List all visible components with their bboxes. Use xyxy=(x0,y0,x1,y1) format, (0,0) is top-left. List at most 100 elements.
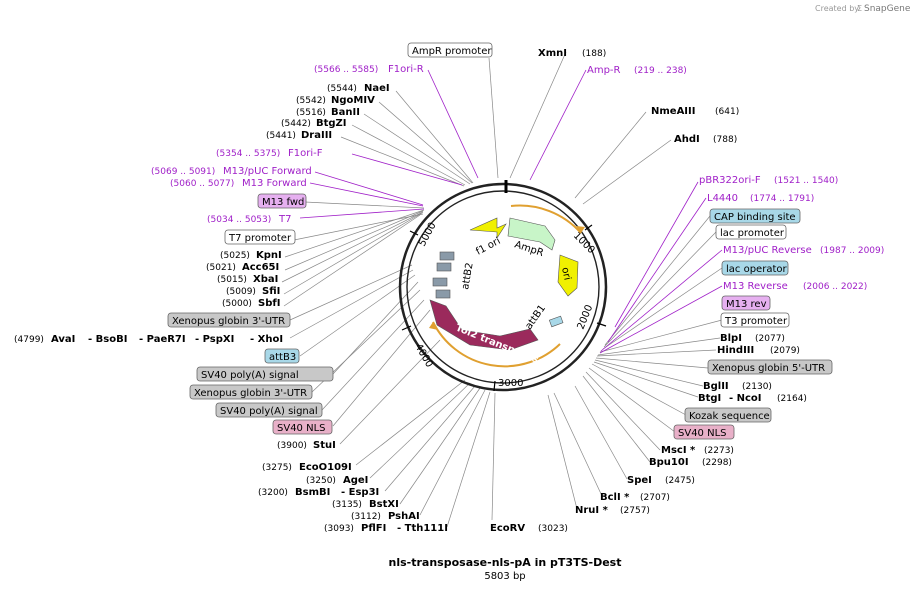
draiii-name[interactable]: DraIII xyxy=(301,130,332,141)
sv40-polya-box-2[interactable] xyxy=(215,402,323,418)
amp-r-range: (219 .. 238) xyxy=(634,66,687,76)
m13puc-rev-name[interactable]: M13/pUC Reverse xyxy=(723,245,812,256)
sv40-nls-label-right[interactable]: SV40 NLS xyxy=(678,428,727,439)
lac-operator-box[interactable] xyxy=(721,260,789,276)
xmni-name[interactable]: XmnI xyxy=(538,48,567,59)
blpi-name[interactable]: BlpI xyxy=(720,333,742,344)
plasmid-name: nls-transposase-nls-pA in pT3TS-Dest xyxy=(389,556,622,569)
m13-fwd-box-label[interactable]: M13 fwd xyxy=(262,197,304,208)
m13-rev-box[interactable] xyxy=(721,295,771,311)
bsobi-name[interactable]: - BsoBI xyxy=(88,334,127,345)
m13-reverse-name[interactable]: M13 Reverse xyxy=(723,281,788,292)
ori-feature xyxy=(557,254,579,297)
ecorv-name[interactable]: EcoRV xyxy=(490,523,525,534)
sv40-nls-label-left[interactable]: SV40 NLS xyxy=(277,423,326,434)
xen-globin-5utr-label[interactable]: Xenopus globin 5'-UTR xyxy=(712,363,825,374)
tth111i-name[interactable]: - Tth111I xyxy=(397,523,448,534)
bsmbi-name[interactable]: BsmBI xyxy=(295,487,330,498)
kozak-box[interactable] xyxy=(684,407,772,423)
xen-globin-3utr-label-1[interactable]: Xenopus globin 3'-UTR xyxy=(172,316,285,327)
banii-name[interactable]: BanII xyxy=(331,107,360,118)
amp-r-name[interactable]: Amp-R xyxy=(587,65,621,76)
hindiii-name[interactable]: HindIII xyxy=(717,345,754,356)
btgzi-name[interactable]: BtgZI xyxy=(316,118,347,129)
pshai-name[interactable]: PshAI xyxy=(388,511,420,522)
stui-name[interactable]: StuI xyxy=(313,440,336,451)
f1ori-r-name[interactable]: F1ori-R xyxy=(388,64,424,75)
spei-name[interactable]: SpeI xyxy=(627,475,652,486)
eco0109i-name[interactable]: EcoO109I xyxy=(299,462,352,473)
t3-promoter-box[interactable] xyxy=(720,312,790,328)
acc65i-name[interactable]: Acc65I xyxy=(242,262,279,273)
nmeaiii-name[interactable]: NmeAIII xyxy=(651,106,695,117)
bcli-name[interactable]: BclI * xyxy=(600,492,630,503)
bpu10i-name[interactable]: Bpu10I xyxy=(649,457,689,468)
kpni-name[interactable]: KpnI xyxy=(256,250,282,261)
t7-promoter-box[interactable] xyxy=(224,229,296,245)
m13-rev-box-label[interactable]: M13 rev xyxy=(726,299,767,310)
xen-globin-5utr-box[interactable] xyxy=(707,359,833,375)
ngomiv-name[interactable]: NgoMIV xyxy=(331,95,375,106)
agei-name[interactable]: AgeI xyxy=(343,475,368,486)
f1ori-f-range: (5354 .. 5375) xyxy=(216,149,280,159)
sv40-nls-box-left[interactable] xyxy=(272,419,333,435)
f1-ori-feature xyxy=(469,217,507,240)
naei-name[interactable]: NaeI xyxy=(364,83,390,94)
bglii-name[interactable]: BglII xyxy=(703,381,729,392)
ampr-promoter-label[interactable]: AmpR promoter xyxy=(412,46,492,57)
pflfi-pos: (3093) xyxy=(324,524,354,534)
m13-fwd-box[interactable] xyxy=(257,193,307,209)
paer7i-name[interactable]: - PaeR7I xyxy=(139,334,186,345)
f1ori-f-name[interactable]: F1ori-F xyxy=(288,148,323,159)
sv40-nls-box-right[interactable] xyxy=(673,424,735,440)
lac-promoter-box[interactable] xyxy=(715,224,787,240)
cap-site-box[interactable] xyxy=(709,208,801,224)
m13-fwd-range: (5060 .. 5077) xyxy=(170,179,234,189)
ahdi-name[interactable]: AhdI xyxy=(674,134,700,145)
t7-range: (5034 .. 5053) xyxy=(207,215,271,225)
pspxi-name[interactable]: - PspXI xyxy=(195,334,234,345)
cap-site-label[interactable]: CAP binding site xyxy=(714,212,796,223)
btgi-pos: (2164) xyxy=(777,394,807,404)
pbr322ori-f-name[interactable]: pBR322ori-F xyxy=(699,175,761,186)
attb3-box[interactable] xyxy=(264,348,300,364)
sv40-polya-label-1[interactable]: SV40 poly(A) signal xyxy=(201,370,299,381)
msci-name[interactable]: MscI * xyxy=(661,445,696,456)
ampr-feature xyxy=(507,217,556,251)
lac-promoter-label[interactable]: lac promoter xyxy=(720,228,785,239)
xbai-name[interactable]: XbaI xyxy=(253,274,278,285)
kozak-label[interactable]: Kozak sequence xyxy=(689,411,770,422)
xen-globin-3utr-box-2[interactable] xyxy=(189,384,313,400)
msci-pos: (2273) xyxy=(704,446,734,456)
sv40-polya-label-2[interactable]: SV40 poly(A) signal xyxy=(220,406,318,417)
bstxi-name[interactable]: BstXI xyxy=(369,499,399,510)
agei-pos: (3250) xyxy=(306,476,336,486)
t3-promoter-label[interactable]: T3 promoter xyxy=(724,316,788,327)
esp3i-name[interactable]: - Esp3I xyxy=(341,487,379,498)
arc-tol2-arrowhead-icon xyxy=(429,322,438,330)
tol2-transposase-feature xyxy=(429,299,539,351)
nrui-name[interactable]: NruI * xyxy=(575,505,609,516)
ampr-promoter-box[interactable] xyxy=(407,42,493,58)
btgi-name[interactable]: BtgI xyxy=(698,393,721,404)
t7-name[interactable]: T7 xyxy=(278,214,291,225)
sv40-polya-box-1[interactable] xyxy=(196,366,334,382)
arc-tol2-span xyxy=(432,321,561,368)
xen-globin-3utr-label-2[interactable]: Xenopus globin 3'-UTR xyxy=(194,388,307,399)
attb3-label[interactable]: attB3 xyxy=(269,352,296,363)
lac-operator-label[interactable]: lac operator xyxy=(726,264,787,275)
m13puc-fwd-name[interactable]: M13/pUC Forward xyxy=(223,166,312,177)
xhoi-name[interactable]: - XhoI xyxy=(250,334,283,345)
sfii-name[interactable]: SfiI xyxy=(262,286,280,297)
sbfi-name[interactable]: SbfI xyxy=(258,298,280,309)
m13-fwd-name[interactable]: M13 Forward xyxy=(242,178,307,189)
pflfi-name[interactable]: PflFI xyxy=(361,523,386,534)
ncoi-name[interactable]: - NcoI xyxy=(729,393,762,404)
t7-promoter-label[interactable]: T7 promoter xyxy=(228,233,292,244)
l4440-name[interactable]: L4440 xyxy=(707,193,738,204)
xen-globin-3utr-box-1[interactable] xyxy=(167,312,291,328)
f1ori-r-range: (5566 .. 5585) xyxy=(314,65,378,75)
aval-name[interactable]: AvaI xyxy=(51,334,75,345)
snapgene-logo-icon: Ʃ xyxy=(857,4,862,13)
arc-ampr-span xyxy=(510,204,582,234)
